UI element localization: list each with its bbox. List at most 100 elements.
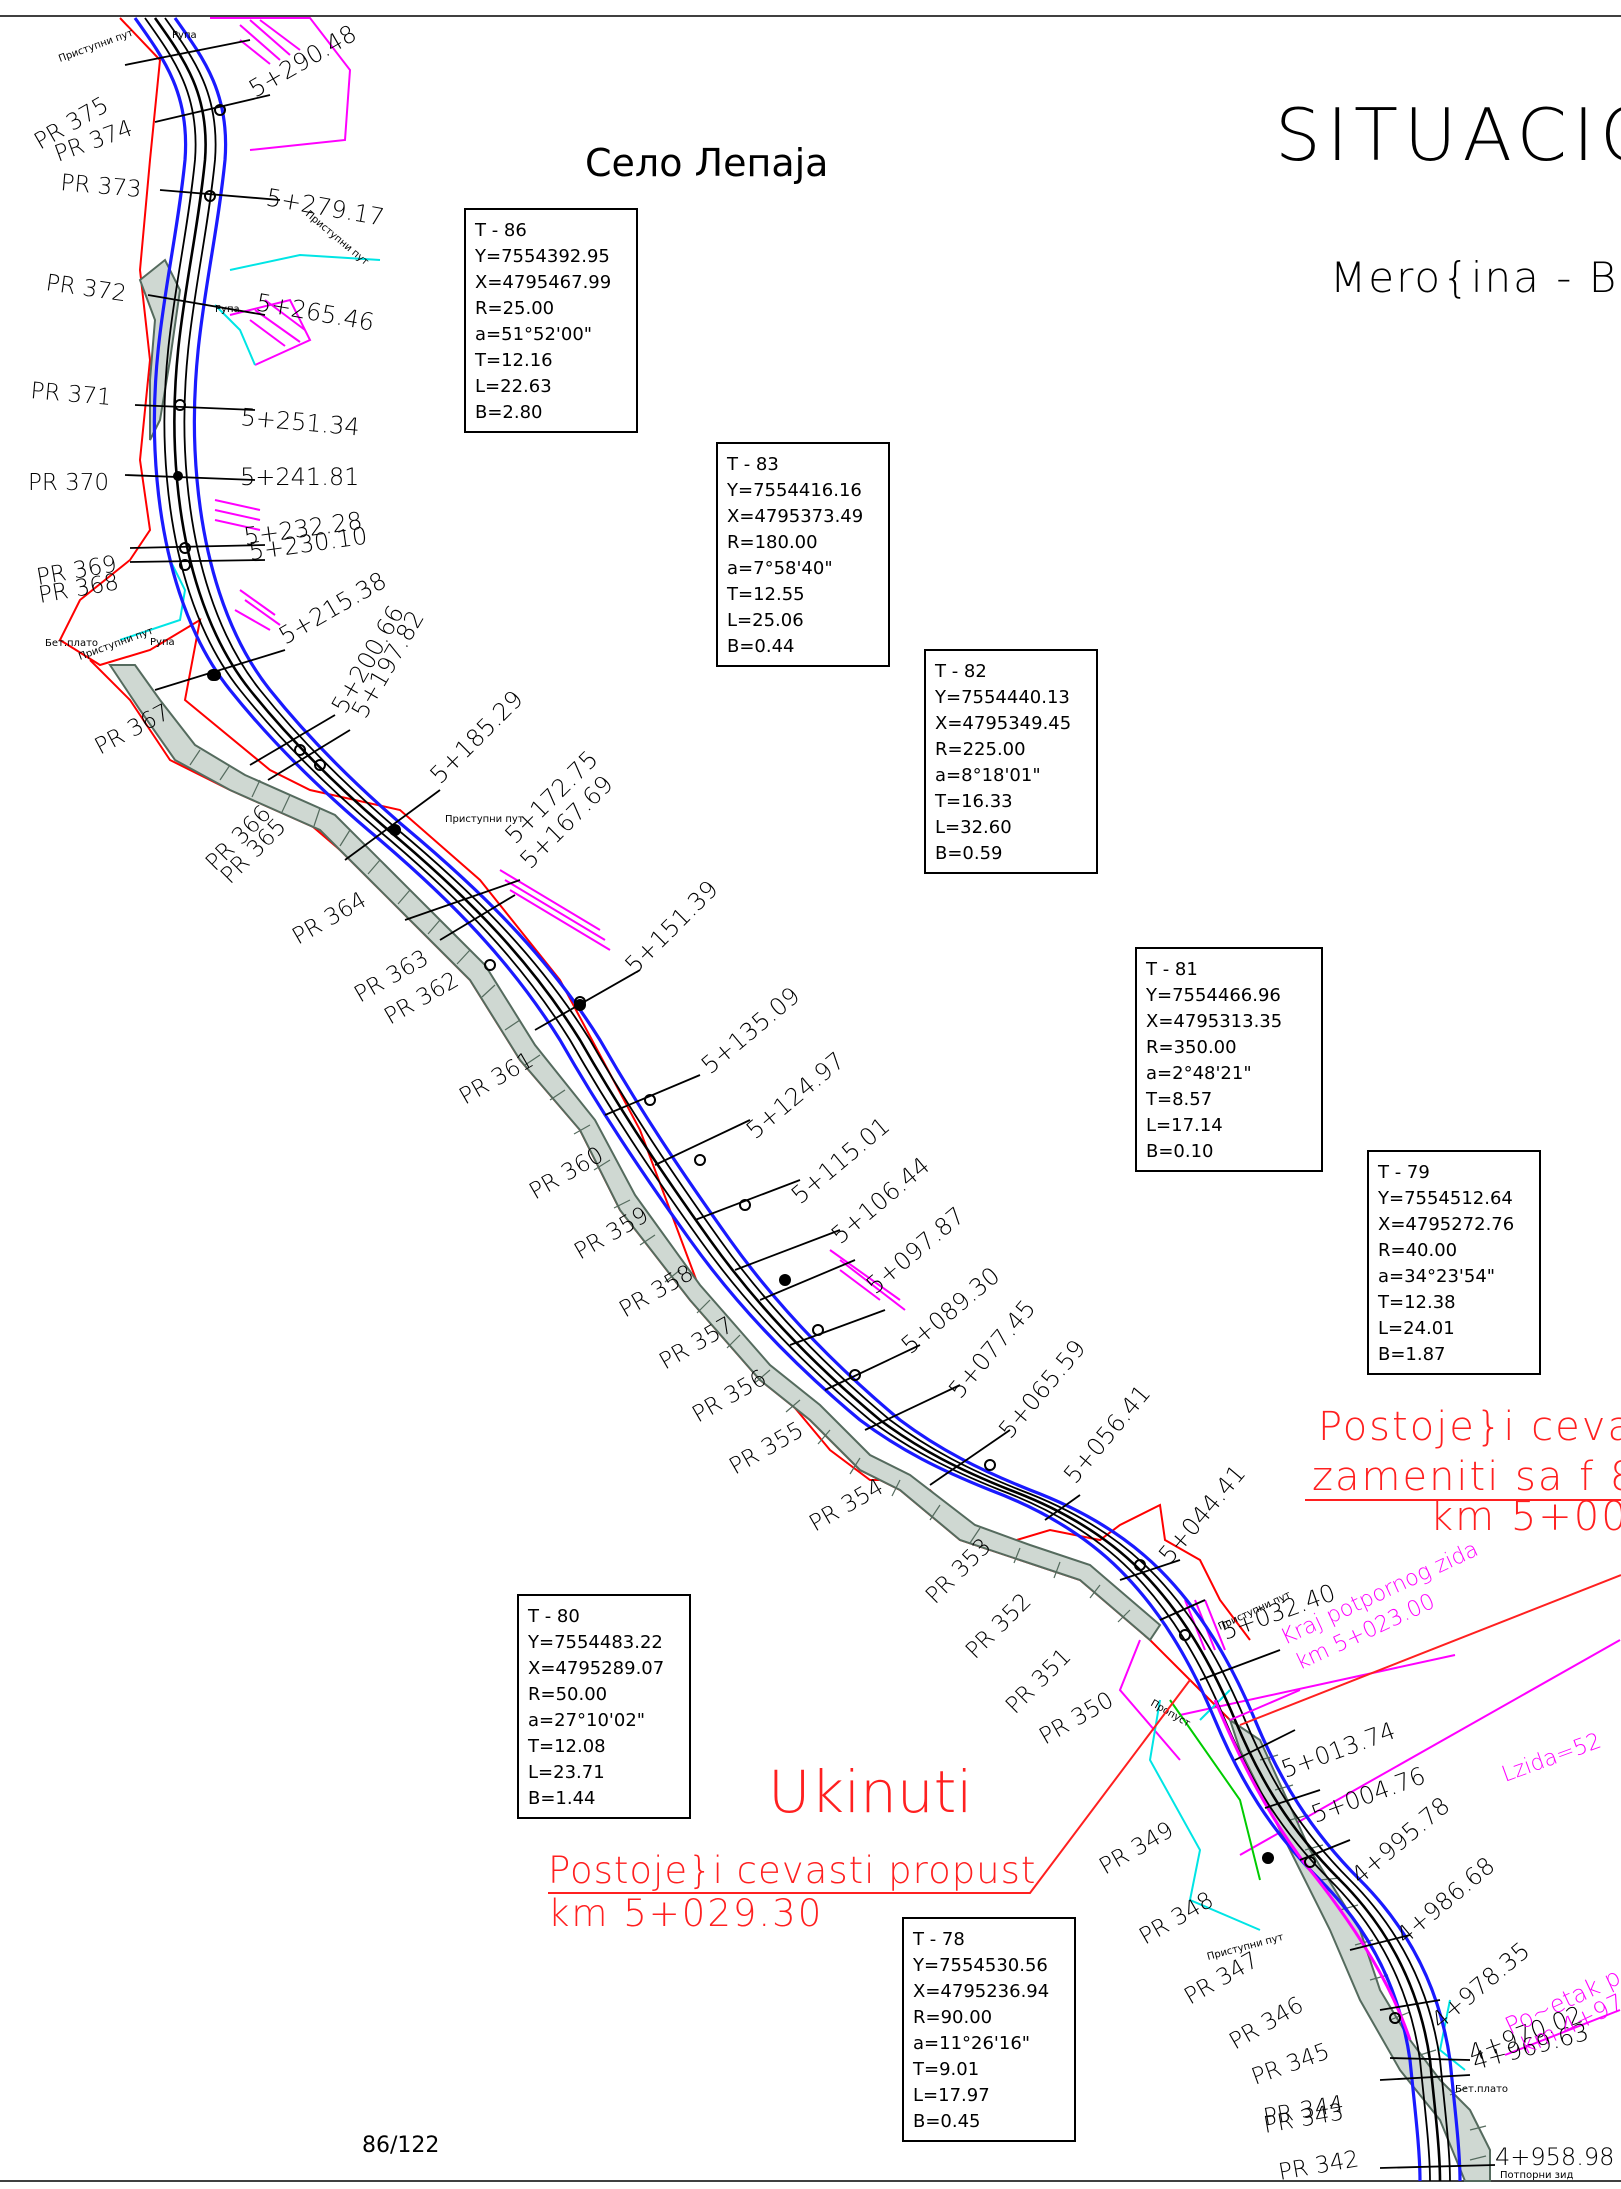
curve-angle: a=34°23'54" xyxy=(1378,1266,1495,1287)
access-road-label: Приступни пут xyxy=(445,814,524,825)
station-label: 5+151.39 xyxy=(619,875,723,979)
curve-radius: R=90.00 xyxy=(913,2007,992,2028)
wall-end-leader xyxy=(1229,1689,1301,1721)
curve-tangent: T=9.01 xyxy=(912,2059,979,2080)
curve-angle: a=8°18'01" xyxy=(935,765,1041,786)
sheet-title: SITUACION xyxy=(1275,93,1621,177)
curve-radius: R=350.00 xyxy=(1146,1037,1237,1058)
boundary-lines xyxy=(58,17,1271,1761)
curve-y: Y=7554483.22 xyxy=(527,1632,663,1653)
curve-y: Y=7554416.16 xyxy=(726,480,862,501)
page-number: 86/122 xyxy=(362,2133,439,2158)
profile-label: PR 349 xyxy=(1095,1817,1178,1880)
remove-culvert-note: Ukinuti Postoje}i cevasti propust km 5+0… xyxy=(548,1758,1036,1935)
curve-table-t78: T - 78 Y=7554530.56 X=4795236.94 R=90.00… xyxy=(902,1917,1076,2142)
profile-label: PR 364 xyxy=(288,887,371,950)
profile-label: PR 346 xyxy=(1225,1992,1308,2055)
wall-leader xyxy=(1239,1574,1621,1726)
curve-y: Y=7554530.56 xyxy=(912,1955,1048,1976)
curve-x: X=4795349.45 xyxy=(935,713,1071,734)
curve-name: T - 83 xyxy=(726,454,779,475)
curve-radius: R=40.00 xyxy=(1378,1240,1457,1261)
remove-line1: Postoje}i cevasti propust xyxy=(548,1849,1036,1892)
profile-label: PR 352 xyxy=(961,1589,1037,1665)
curve-length: L=25.06 xyxy=(727,610,804,631)
curve-table-t81: T - 81 Y=7554466.96 X=4795313.35 R=350.0… xyxy=(1135,947,1323,1172)
curve-tangent: T=12.16 xyxy=(474,350,553,371)
curve-name: T - 82 xyxy=(934,661,987,682)
curve-y: Y=7554440.13 xyxy=(934,687,1070,708)
curve-length: L=17.97 xyxy=(913,2085,990,2106)
proposed-edge xyxy=(1213,1699,1412,2041)
station-label: 4+958.98 xyxy=(1495,2143,1614,2171)
concrete-plateau-label: Бет.плато xyxy=(1455,2084,1508,2095)
culvert-replace-line2: zameniti sa f 8 xyxy=(1312,1454,1621,1500)
profile-label: PR 356 xyxy=(688,1365,771,1428)
profile-label: PR 353 xyxy=(921,1534,997,1610)
curve-bisector: B=0.45 xyxy=(913,2111,981,2132)
station-label: 5+056.41 xyxy=(1058,1379,1156,1488)
curve-bisector: B=0.59 xyxy=(935,843,1003,864)
curve-x: X=4795467.99 xyxy=(475,272,611,293)
curve-length: L=22.63 xyxy=(475,376,552,397)
profile-label: PR 361 xyxy=(455,1047,538,1110)
profile-label: PR 372 xyxy=(44,270,128,307)
pit-label: Рупа xyxy=(172,30,197,41)
curve-bisector: B=2.80 xyxy=(475,402,543,423)
curve-bisector: B=1.87 xyxy=(1378,1344,1446,1365)
profile-label: PR 351 xyxy=(1001,1644,1077,1720)
wall-length: Lzida=52 xyxy=(1499,1729,1605,1788)
curve-length: L=23.71 xyxy=(528,1762,605,1783)
curve-radius: R=50.00 xyxy=(528,1684,607,1705)
curve-name: T - 79 xyxy=(1377,1162,1430,1183)
curve-radius: R=25.00 xyxy=(475,298,554,319)
profile-label: PR 357 xyxy=(655,1312,738,1375)
curve-x: X=4795313.35 xyxy=(1146,1011,1282,1032)
curve-angle: a=27°10'02" xyxy=(528,1710,645,1731)
profile-label: PR 354 xyxy=(805,1474,888,1537)
station-label: 4+986.68 xyxy=(1391,1851,1500,1949)
station-label: 5+044.41 xyxy=(1153,1459,1251,1568)
station-label: 5+013.74 xyxy=(1277,1717,1399,1784)
property-lines xyxy=(210,17,1621,2056)
curve-angle: a=2°48'21" xyxy=(1146,1063,1252,1084)
village-name: Село Лепаја xyxy=(585,141,828,185)
curve-name: T - 80 xyxy=(527,1606,580,1627)
retaining-wall-label: Потпорни зид xyxy=(1500,2170,1573,2181)
culvert-replace-note: Postoje}i cevast zameniti sa f 8 km 5+00 xyxy=(1312,1404,1621,1540)
station-label: 5+251.34 xyxy=(239,403,360,441)
slope-ticks xyxy=(189,749,1487,2161)
profile-label: PR 360 xyxy=(525,1142,608,1205)
culvert-replace-line1: Postoje}i cevast xyxy=(1318,1404,1621,1450)
station-label: 5+185.29 xyxy=(424,685,528,789)
curve-angle: a=11°26'16" xyxy=(913,2033,1030,2054)
curve-bisector: B=0.44 xyxy=(727,636,795,657)
profile-label: PR 342 xyxy=(1277,2146,1361,2186)
profile-label: PR 350 xyxy=(1035,1687,1118,1750)
station-label: 5+124.97 xyxy=(741,1046,850,1144)
curve-x: X=4795289.07 xyxy=(528,1658,664,1679)
pit-label: Рупа xyxy=(150,637,175,648)
curve-name: T - 78 xyxy=(912,1929,965,1950)
profile-label: PR 370 xyxy=(28,470,109,496)
profile-label: PR 373 xyxy=(59,170,142,203)
curve-table-t83: T - 83 Y=7554416.16 X=4795373.49 R=180.0… xyxy=(716,442,890,667)
curve-x: X=4795236.94 xyxy=(913,1981,1049,2002)
curve-radius: R=180.00 xyxy=(727,532,818,553)
curve-bisector: B=1.44 xyxy=(528,1788,596,1809)
slope-band xyxy=(108,258,1491,2182)
axis-points-filled xyxy=(173,471,1274,1864)
curve-tangent: T=12.08 xyxy=(527,1736,606,1757)
drain-line xyxy=(1169,1699,1261,1881)
curve-length: L=24.01 xyxy=(1378,1318,1455,1339)
curve-tangent: T=12.55 xyxy=(726,584,805,605)
curve-y: Y=7554466.96 xyxy=(1145,985,1281,1006)
curve-bisector: B=0.10 xyxy=(1146,1141,1214,1162)
property-hatch xyxy=(214,19,1226,1651)
curve-table-t86: T - 86 Y=7554392.95 X=4795467.99 R=25.00… xyxy=(464,208,638,433)
culvert-replace-line3: km 5+00 xyxy=(1430,1494,1621,1540)
road-lanes xyxy=(144,17,1451,2182)
profile-label: PR 371 xyxy=(29,378,112,411)
concrete-plateau-label: Бет.плато xyxy=(45,638,98,649)
